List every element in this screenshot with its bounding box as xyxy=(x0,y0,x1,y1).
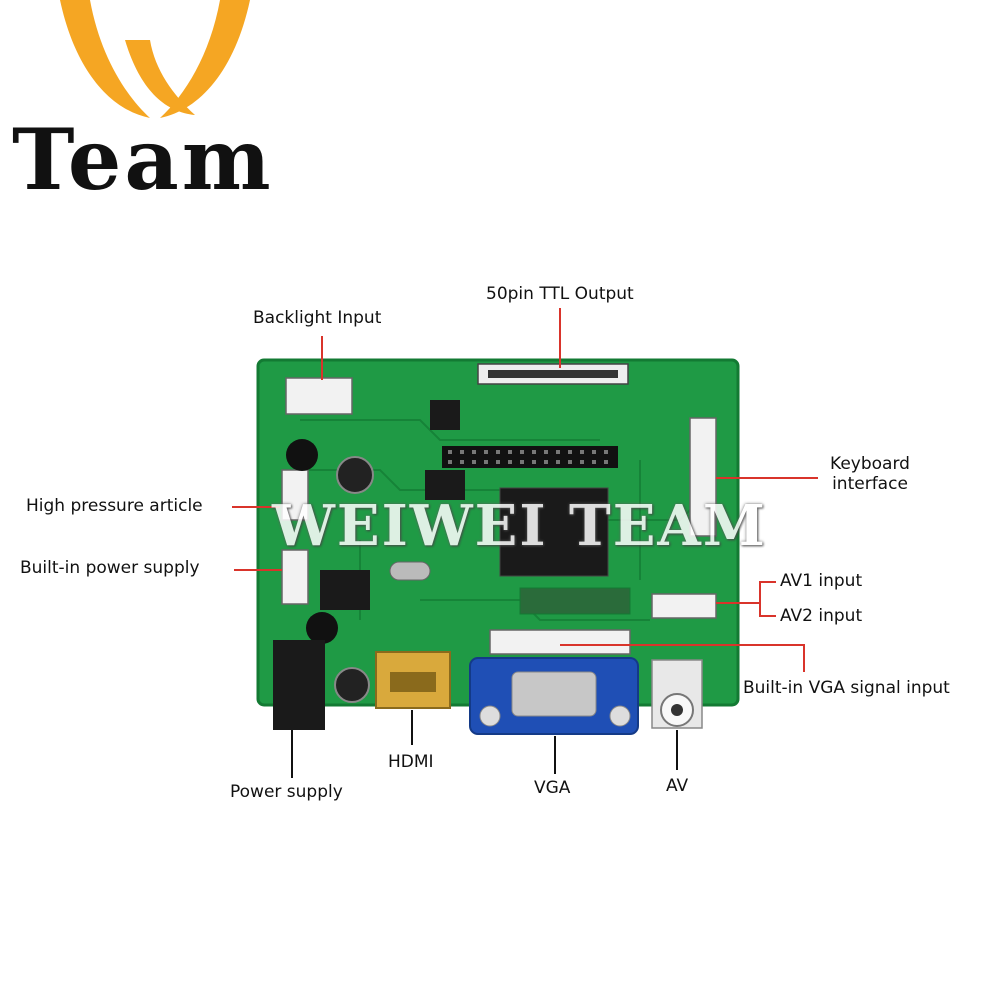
label-hdmi: HDMI xyxy=(388,752,434,772)
logo-brand-text: Team xyxy=(12,110,274,209)
label-power-supply: Power supply xyxy=(230,782,343,802)
watermark-text: WEIWEI TEAM xyxy=(272,493,767,559)
leader-av-inputs xyxy=(716,581,776,604)
vga-signal-connector xyxy=(489,629,631,655)
label-vga-signal-input: Built-in VGA signal input xyxy=(743,678,950,698)
label-av2-input: AV2 input xyxy=(780,606,863,626)
label-keyboard-line1: Keyboard xyxy=(830,454,910,474)
power-internal-connector xyxy=(281,549,309,605)
keyboard-connector xyxy=(689,417,717,537)
backlight-connector xyxy=(285,377,353,415)
label-keyboard-line2: interface xyxy=(832,474,908,495)
label-keyboard-interface: Keyboard interface xyxy=(820,454,920,495)
logo-w-mark-icon xyxy=(60,0,250,118)
label-av1-input: AV1 input xyxy=(780,571,863,591)
label-ttl-output: 50pin TTL Output xyxy=(486,284,634,304)
label-builtin-power: Built-in power supply xyxy=(20,558,200,578)
av-input-connector xyxy=(651,593,717,619)
main-chip xyxy=(499,487,609,577)
label-av: AV xyxy=(666,776,689,796)
label-vga: VGA xyxy=(534,778,571,798)
label-backlight-input: Backlight Input xyxy=(253,308,382,328)
high-pressure-connector xyxy=(281,469,309,521)
pin-header xyxy=(442,446,618,468)
leader-vga-signal xyxy=(560,644,805,672)
label-high-pressure: High pressure article xyxy=(26,496,203,516)
power-jack xyxy=(273,640,325,730)
